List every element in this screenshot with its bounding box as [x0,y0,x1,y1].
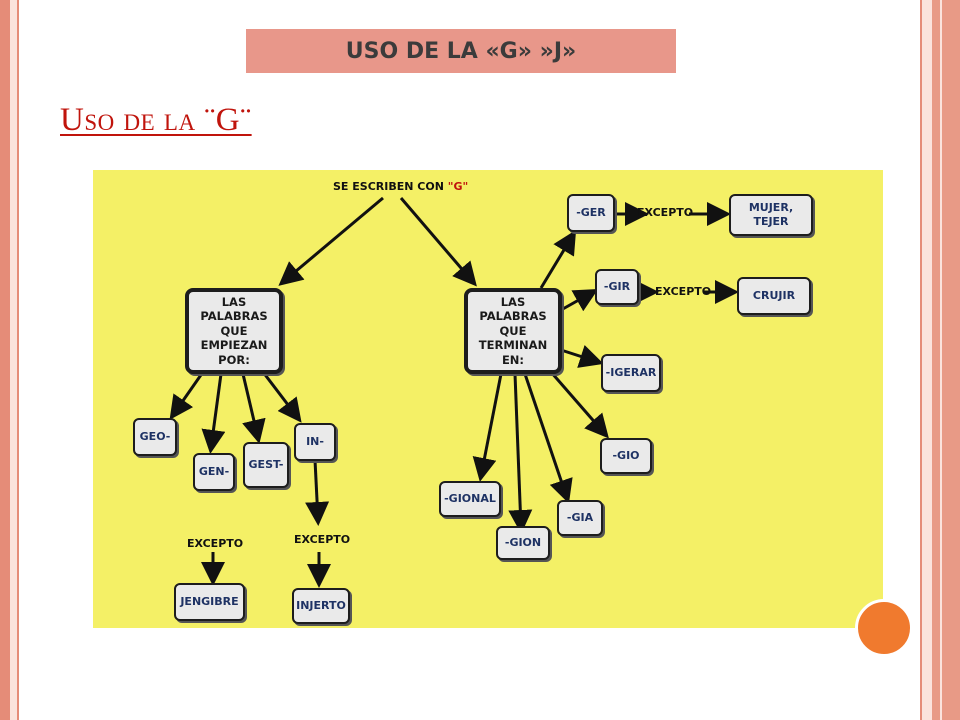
node-igerar: -IGERAR [601,354,661,392]
node-injerto: INJERTO [292,588,350,624]
node-jengibre: JENGIBRE [174,583,245,621]
root-label-letter: "G" [447,180,469,193]
arrow-root-right [399,197,477,287]
node-gia: -GIA [557,500,603,536]
arrow-left-gest [241,373,266,444]
arrow-right-gio [549,371,609,439]
node-gio: -GIO [600,438,652,474]
node-geo: GEO- [133,418,177,456]
starts-with-node: LAS PALABRAS QUE EMPIEZAN POR: [185,288,283,374]
node-crujir: CRUJIR [737,277,811,315]
node-gest: GEST- [243,442,289,488]
accent-circle [855,599,913,657]
node-mujer-tejer: MUJER, TEJER [729,194,813,236]
slide-frame-left-band [10,0,17,720]
arrow-right-igerar [560,345,604,368]
slide-frame-left [0,0,10,720]
arrow-left-gen [201,373,226,454]
slide-frame-right-line [920,0,922,720]
slide-title: USO DE LA «G» »J» [246,29,676,73]
arrow-left-geo [169,371,205,420]
in-exception-label: EXCEPTO [294,533,351,546]
ends-with-node: LAS PALABRAS QUE TERMINAN EN: [464,288,562,374]
gen-exception-label: EXCEPTO [187,537,244,550]
arrow-root-left [278,196,384,286]
slide-frame-right-band [922,0,932,720]
arrow-right-ger [539,229,577,289]
node-in: IN- [294,423,336,461]
slide-subtitle: Uso de la ¨G¨ [60,102,252,138]
connector-layer [169,196,739,588]
arrow-left-in [261,371,302,423]
arrow-right-gional [472,373,503,482]
node-ger: -GER [567,194,615,232]
node-gir: -GIR [595,269,639,305]
slide-frame-right-stripe [940,0,942,720]
gir-exception-label: EXCEPTO [655,285,712,298]
slide-frame-right [932,0,960,720]
concept-map: SE ESCRIBEN CON "G" LAS PALABRAS QUE EMP… [93,170,883,628]
node-gen: GEN- [193,453,235,491]
ger-exception-label: EXCEPTO [637,206,694,219]
arrow-right-gion [508,373,533,534]
arrow-in-down [305,459,330,526]
root-label-text: SE ESCRIBEN CON [333,180,448,193]
root-label: SE ESCRIBEN CON "G" [333,180,468,193]
arrow-right-gia [523,373,573,504]
node-gion: -GION [496,526,550,560]
arrow-right-gir [560,289,599,312]
slide-frame-left-line [17,0,19,720]
node-gional: -GIONAL [439,481,501,517]
